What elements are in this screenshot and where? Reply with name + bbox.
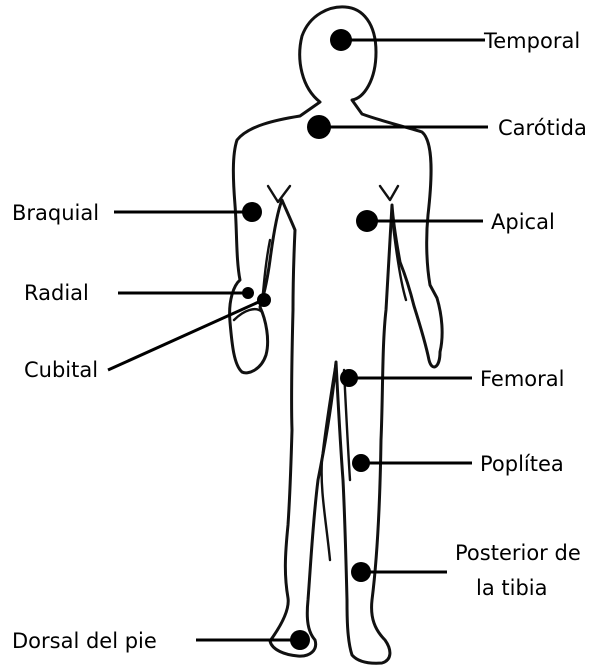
braquial-dot [242, 202, 262, 222]
apical-label: Apical [491, 210, 555, 234]
carotida-label: Carótida [498, 116, 587, 140]
dorsal-dot [290, 630, 310, 650]
left-armpit-crease [268, 186, 290, 202]
cubital-dot [257, 293, 271, 307]
dorsal-label: Dorsal del pie [12, 629, 157, 653]
tibia-label-line1: Posterior de [455, 541, 581, 565]
radial-label: Radial [24, 281, 89, 305]
temporal-label: Temporal [483, 29, 580, 53]
cubital-leader [108, 300, 263, 370]
leader-lines [108, 40, 488, 640]
braquial-label: Braquial [12, 201, 99, 225]
tibia-label-line2: la tibia [476, 576, 547, 600]
poplitea-label: Poplítea [480, 452, 564, 476]
right-armpit-crease [380, 186, 398, 200]
temporal-dot [330, 29, 352, 51]
cubital-label: Cubital [24, 358, 98, 382]
pulse-labels: Temporal Carótida Braquial Apical Radial… [12, 29, 587, 653]
tibia-dot [351, 562, 371, 582]
femoral-dot [340, 369, 358, 387]
femoral-label: Femoral [480, 367, 565, 391]
body-silhouette [230, 7, 443, 663]
carotida-dot [307, 115, 331, 139]
body-outline [230, 7, 443, 663]
apical-dot [356, 210, 378, 232]
poplitea-dot [352, 454, 370, 472]
radial-dot [242, 287, 254, 299]
